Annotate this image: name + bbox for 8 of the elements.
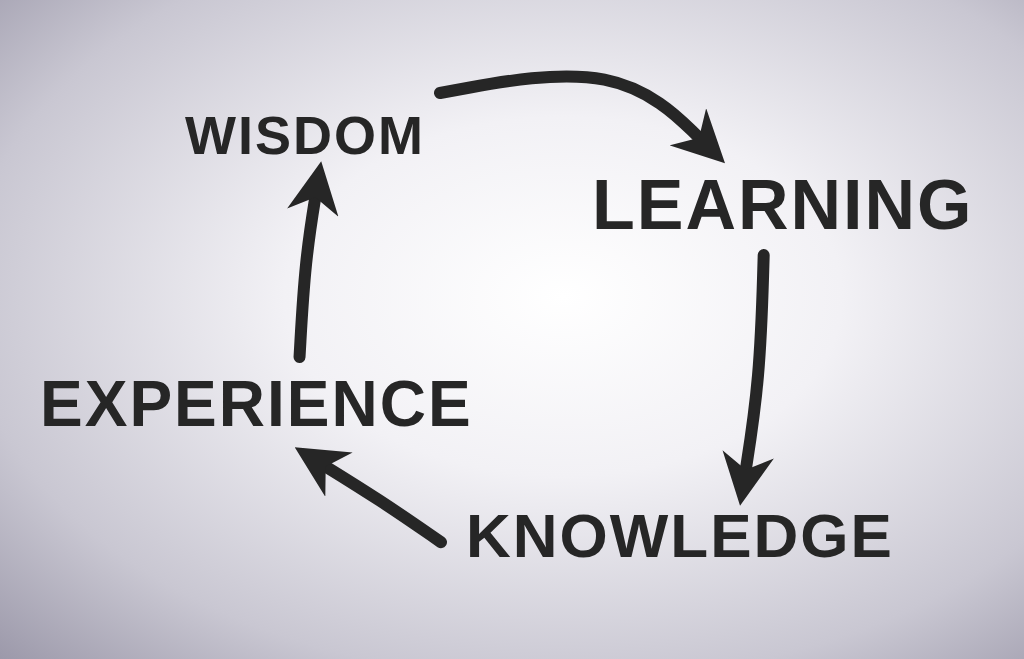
- curved-arrow: [722, 249, 774, 506]
- curved-arrow: [287, 161, 339, 363]
- curved-arrow: [294, 447, 447, 549]
- cycle-stage-label: WISDOM: [185, 108, 425, 162]
- cycle-stage-label: KNOWLEDGE: [466, 505, 894, 567]
- curved-arrow: [434, 70, 725, 164]
- cycle-stage-label: EXPERIENCE: [40, 372, 473, 436]
- cycle-stage-label: LEARNING: [592, 170, 974, 240]
